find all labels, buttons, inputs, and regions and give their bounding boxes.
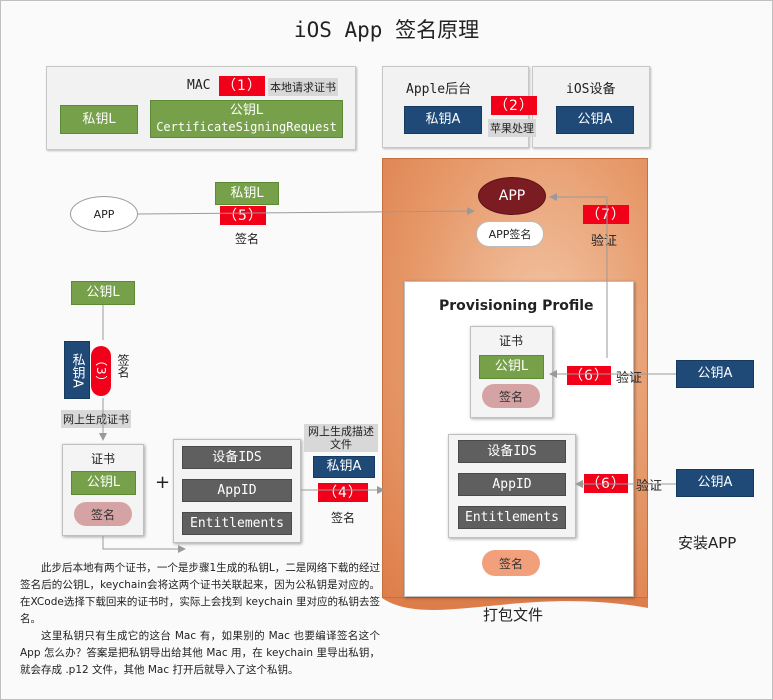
apple-processing-tag: 苹果处理 [488,119,536,137]
private-key-a-cert: 私钥A [64,341,90,399]
package-footer-label: 打包文件 [483,606,544,624]
local-request-cert-tag: 本地请求证书 [268,78,338,96]
sign-5-label: 签名 [235,232,260,246]
profile-app-id: AppID [458,473,566,496]
profile-entitlements: Entitlements [458,506,566,529]
item-device-ids: 设备IDS [182,446,292,469]
note-paragraph-2: 这里私钥只有生成它的这台 Mac 有，如果别的 Mac 也要编译签名这个 App… [20,630,380,676]
private-key-a-apple: 私钥A [404,106,482,134]
step-7-badge: （7） [583,205,629,224]
private-key-a-cert-label: 私钥A [69,352,85,388]
mac-label: MAC [187,78,211,93]
cert-signature: 签名 [74,502,132,526]
online-profile-tag: 网上生成描述文件 [304,424,378,452]
step-4-badge: （4） [318,483,368,502]
verify-6a-label: 验证 [616,371,643,386]
install-app-label: 安装APP [678,534,737,552]
app-signature-pill: APP签名 [476,221,544,247]
public-key-a-ios: 公钥A [556,106,634,134]
profile-device-ids: 设备IDS [458,440,566,463]
profile-cert-signature: 签名 [482,384,540,408]
step-5-badge: （5） [220,206,266,225]
app-node-install: APP [478,177,546,215]
step-3-badge: （3） [91,346,111,396]
step-3-label: （3） [94,353,108,389]
step-1-badge: （1） [219,76,265,96]
profile-cert-title: 证书 [499,334,524,348]
note-paragraph-1: 此步后本地有两个证书，一个是步骤1生成的私钥L，二是网络下载的经过签名后的公钥L… [20,562,380,625]
profile-cert-public-key-l: 公钥L [479,355,544,379]
item-entitlements: Entitlements [182,512,292,535]
step-6a-badge: （6） [567,366,611,385]
private-key-a-profile: 私钥A [313,456,375,478]
plus-sign: + [155,472,171,493]
public-key-l-csr: 公钥L CertificateSigningRequest [150,100,343,138]
page-title: iOS App 签名原理 [293,18,480,42]
app-node-local: APP [70,196,138,232]
step-2-badge: （2） [491,96,537,115]
provisioning-profile-title: Provisioning Profile [439,298,594,314]
cert-title: 证书 [91,452,116,466]
cert-public-key-l: 公钥L [71,471,136,495]
verify-7-label: 验证 [591,234,618,249]
verify-6b-label: 验证 [636,479,663,494]
private-key-l-sign: 私钥L [215,182,279,205]
public-key-a-verify-2: 公钥A [676,469,754,497]
online-cert-tag: 网上生成证书 [61,410,131,428]
apple-backend-label: Apple后台 [406,82,472,97]
public-key-l-label: 公钥L [229,103,264,118]
public-key-a-verify-1: 公钥A [676,360,754,388]
csr-label: CertificateSigningRequest [156,120,337,134]
ios-device-label: iOS设备 [566,82,616,97]
private-key-l-mac: 私钥L [60,105,138,134]
public-key-l-upload: 公钥L [71,281,135,305]
sign-3-label: 签名 [116,354,130,378]
sign-4-label: 签名 [331,511,356,525]
profile-signature: 签名 [482,550,540,576]
item-app-id: AppID [182,479,292,502]
